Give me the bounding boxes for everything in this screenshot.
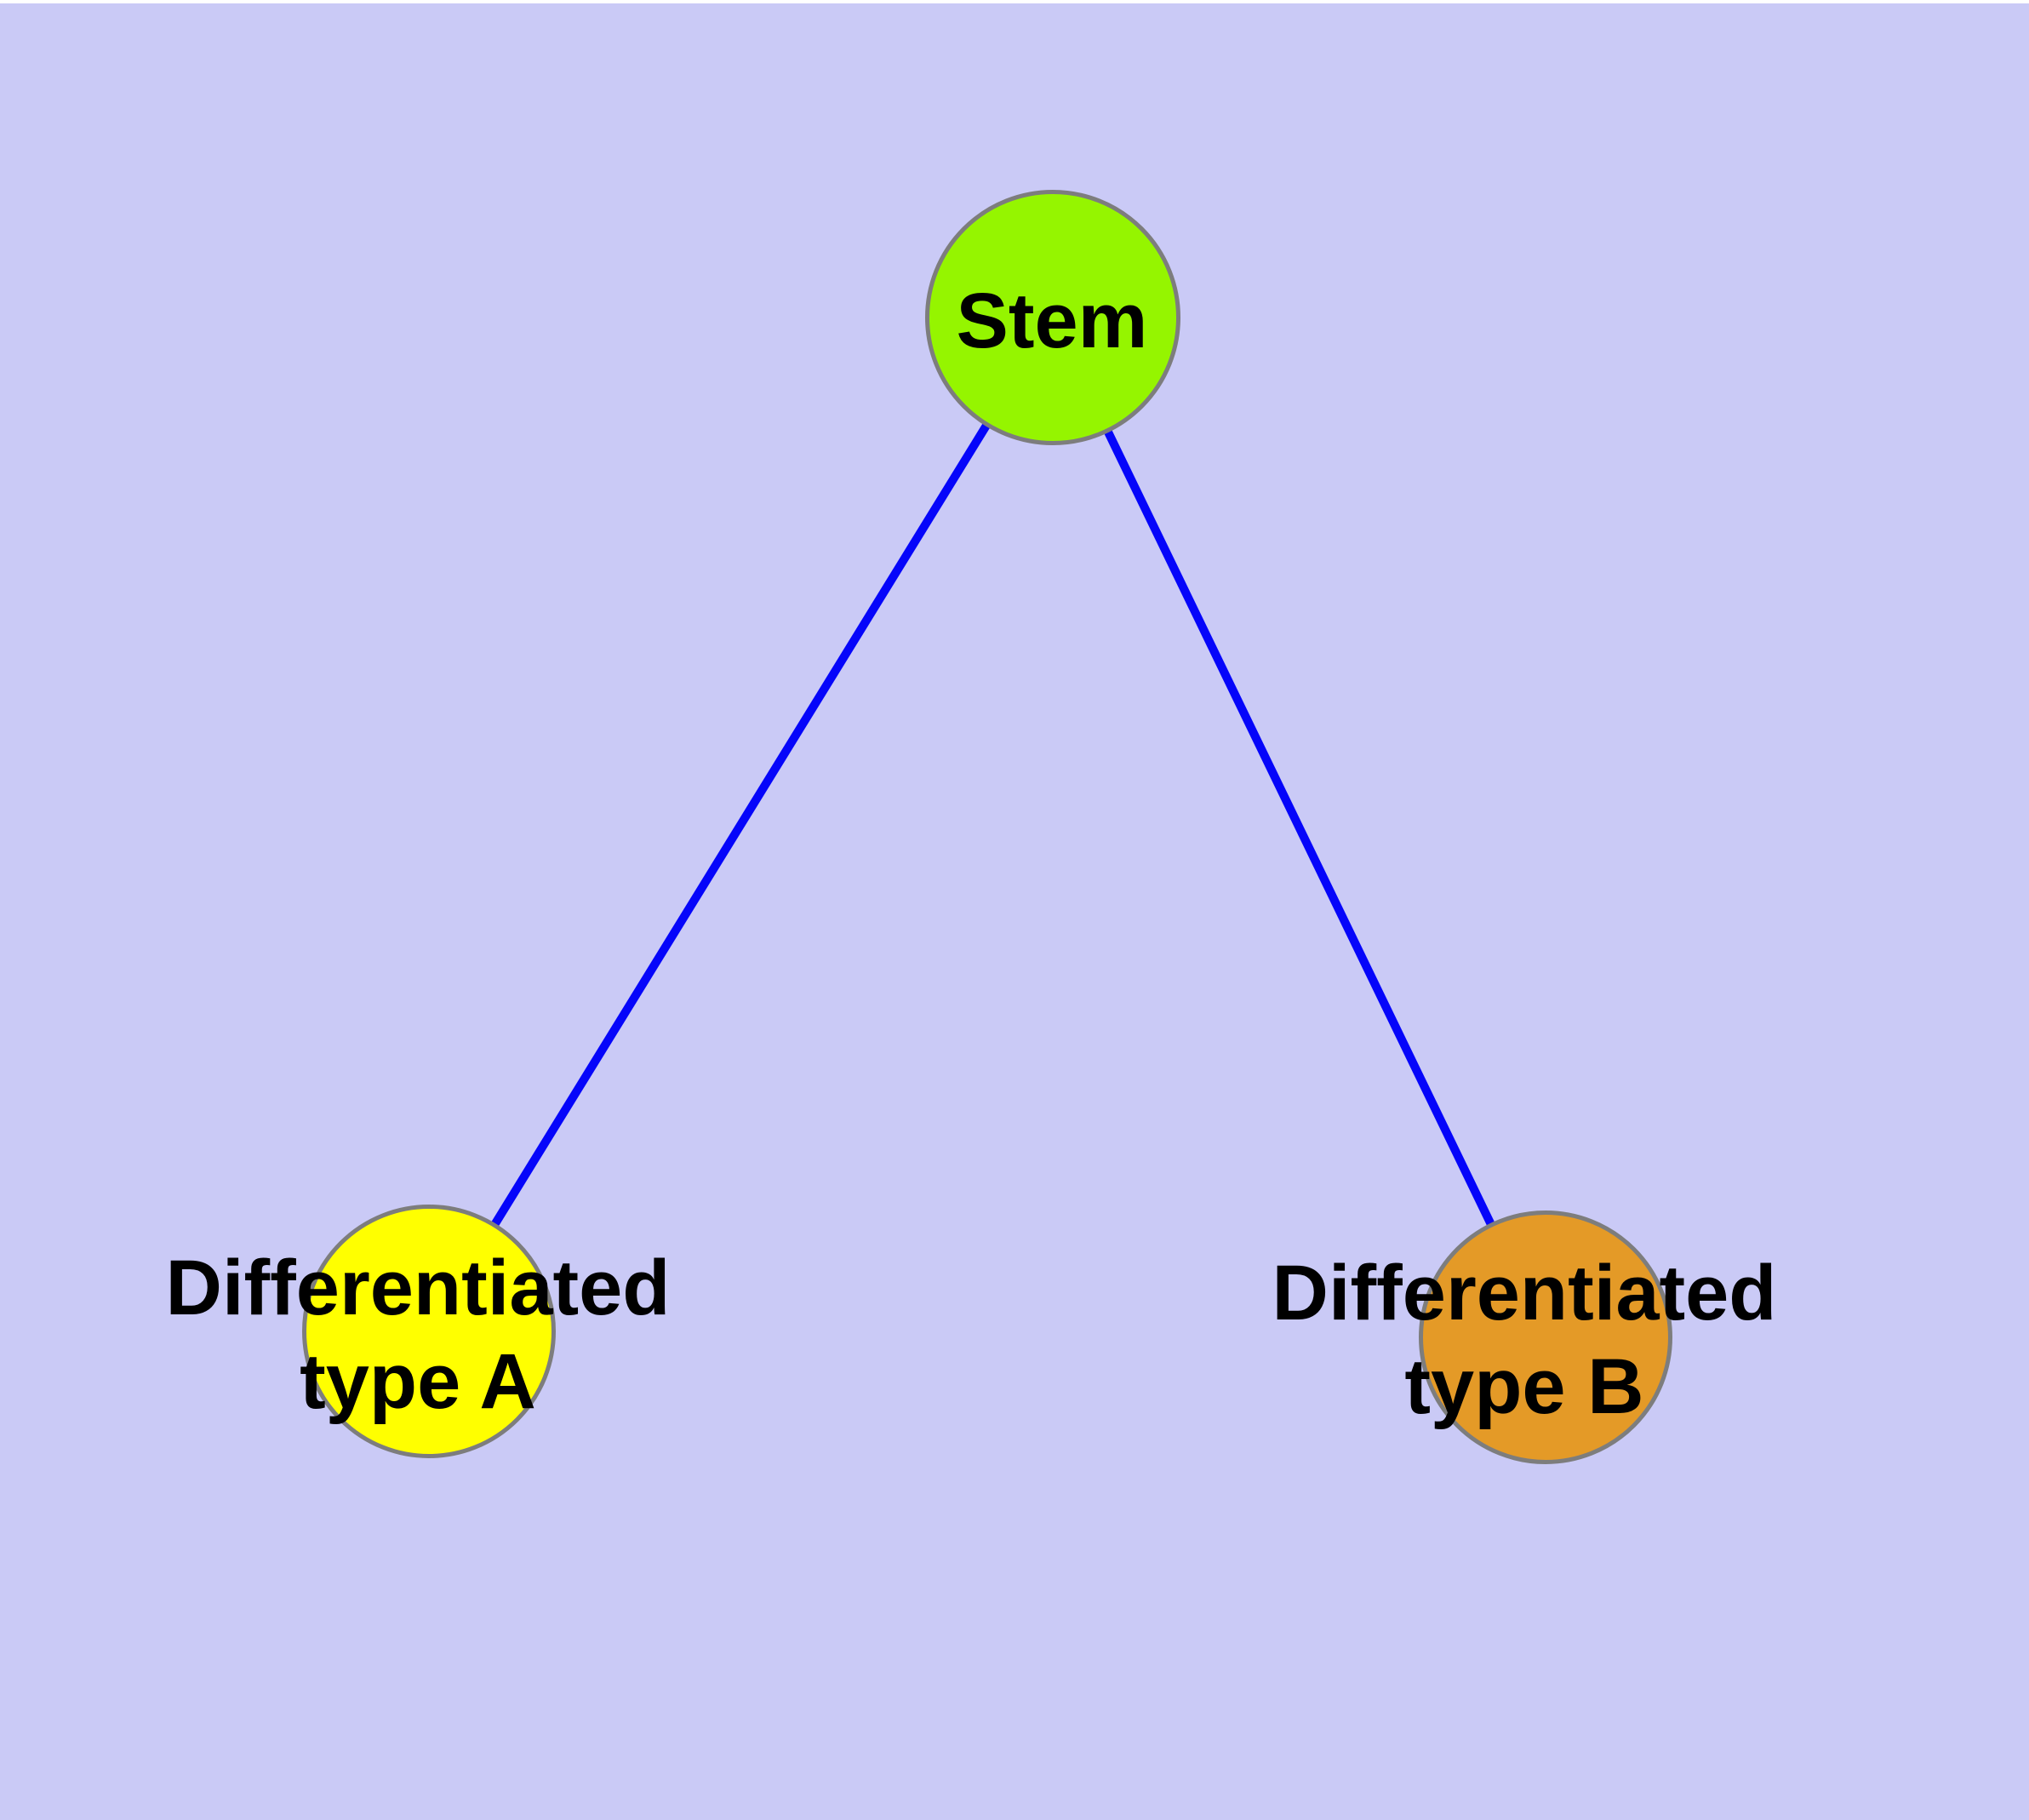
image-top-edge: [0, 0, 2029, 3]
node-label-differentiated-type-a: Differentiated type A: [166, 1241, 671, 1428]
node-label-type-a-line-2: type A: [300, 1338, 536, 1425]
node-differentiated-type-b: [1419, 1210, 1672, 1464]
node-label-stem-line-1: Stem: [956, 278, 1148, 364]
node-label-stem: Stem: [957, 274, 1148, 368]
node-stem: [925, 190, 1180, 445]
node-label-differentiated-type-b: Differentiated type B: [1272, 1246, 1777, 1434]
edge-stem-to-differentiated-type-a: [425, 315, 1057, 1334]
node-label-type-b-line-2: type B: [1404, 1343, 1644, 1430]
node-label-type-b-line-1: Differentiated: [1272, 1250, 1777, 1336]
edge-stem-to-differentiated-type-b: [1049, 315, 1550, 1340]
node-differentiated-type-a: [302, 1205, 556, 1458]
node-label-type-a-line-1: Differentiated: [165, 1245, 671, 1331]
